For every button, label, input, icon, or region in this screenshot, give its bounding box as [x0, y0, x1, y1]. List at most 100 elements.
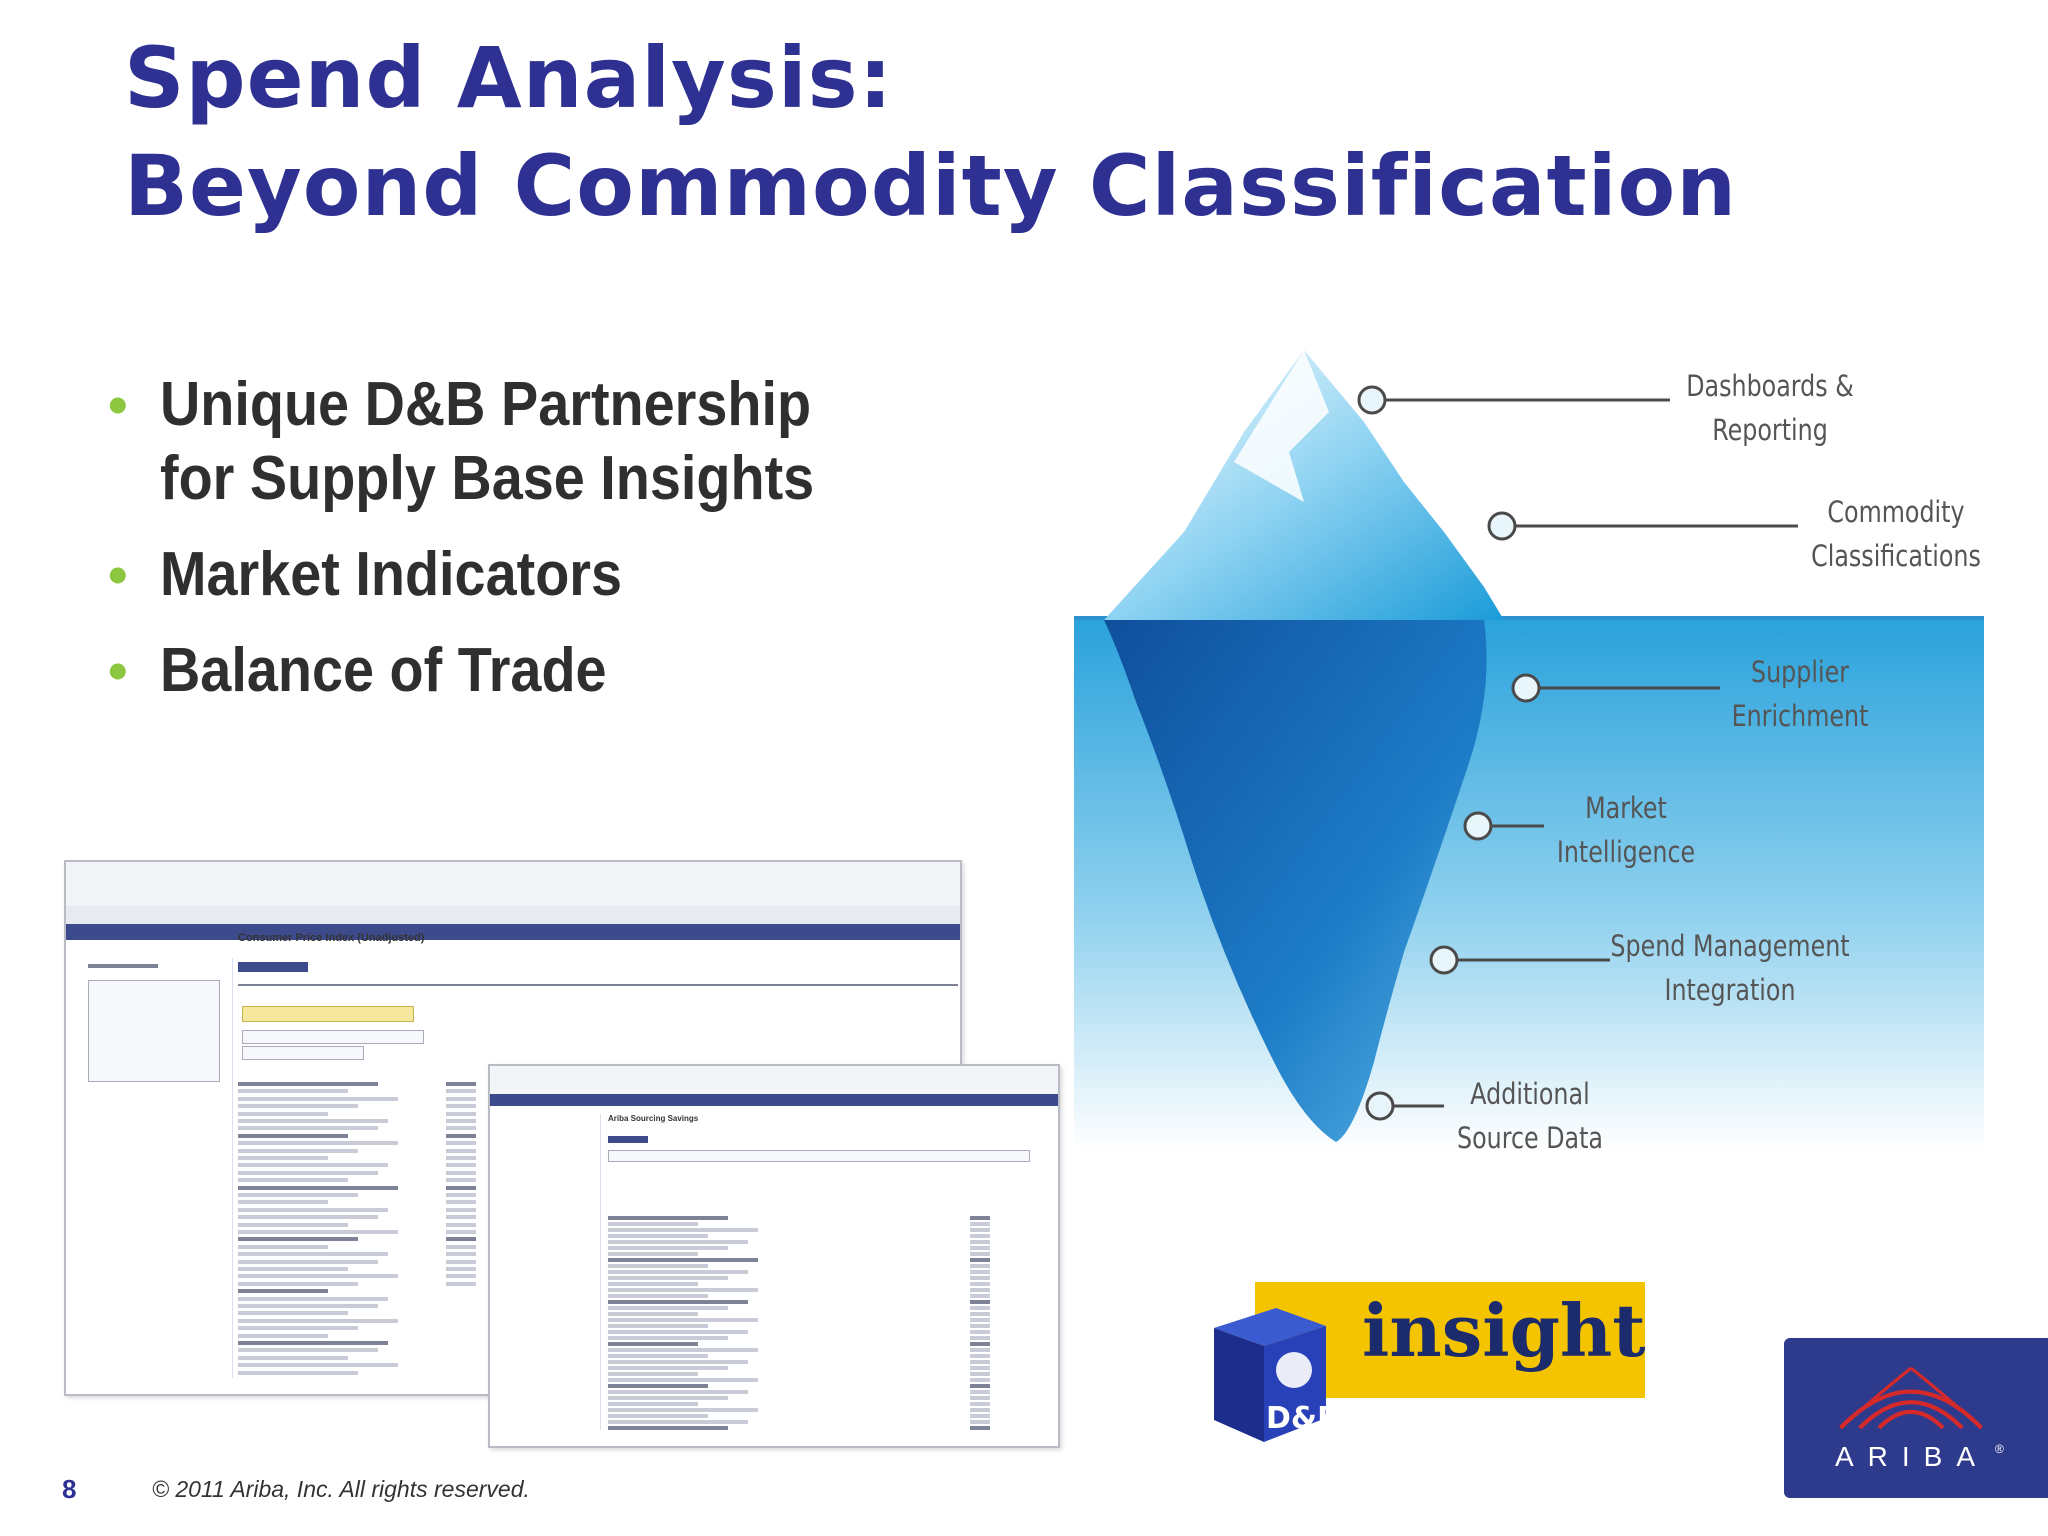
- table-row: [238, 1326, 358, 1331]
- table-row: [608, 1234, 708, 1238]
- bullet-text: for Supply Base Insights: [160, 444, 815, 513]
- table-row: [446, 1274, 476, 1279]
- table-row: [446, 1185, 476, 1190]
- table-row: [970, 1300, 990, 1304]
- callout-marker: [1365, 1091, 1395, 1121]
- table-row: [238, 1141, 398, 1146]
- table-row: [970, 1408, 990, 1412]
- callout-marker: [1429, 945, 1459, 975]
- table-row: [446, 1207, 476, 1212]
- table-row: [970, 1354, 990, 1358]
- table-row: [608, 1426, 728, 1430]
- table-row: [608, 1330, 748, 1334]
- title-line-1: Spend Analysis:: [124, 29, 894, 127]
- table-row: [608, 1414, 708, 1418]
- table-row: [608, 1360, 748, 1364]
- app-nav-bar: [66, 924, 960, 940]
- table-row: [446, 1096, 476, 1101]
- ariba-word: ARIBA: [1834, 1441, 1990, 1472]
- table-row: [970, 1228, 990, 1232]
- table-row: [970, 1396, 990, 1400]
- iceberg-underwater: [1104, 620, 1487, 1142]
- table-row: [446, 1126, 476, 1131]
- bullet-item: • Balance of Trade: [108, 634, 868, 708]
- table-row: [608, 1348, 758, 1352]
- table-row: [970, 1330, 990, 1334]
- table-row: [446, 1215, 476, 1220]
- table-row: [608, 1288, 758, 1292]
- table-row: [608, 1258, 758, 1262]
- table-row: [238, 1237, 358, 1242]
- table-row: [608, 1276, 728, 1280]
- table-row: [970, 1276, 990, 1280]
- ariba-logo: [1784, 1338, 2048, 1498]
- table-row: [970, 1348, 990, 1352]
- table-row: [970, 1306, 990, 1310]
- reporting-sidebar: [506, 1114, 601, 1430]
- table-row: [446, 1230, 476, 1234]
- table-row: [446, 1104, 476, 1109]
- table-row: [970, 1240, 990, 1244]
- table-row: [238, 1222, 348, 1227]
- table-row: [238, 1215, 378, 1220]
- table-row: [970, 1318, 990, 1322]
- table-row: [446, 1237, 476, 1242]
- table-row: [608, 1324, 708, 1328]
- table-row: [608, 1216, 728, 1220]
- table-row: [970, 1336, 990, 1340]
- table-row: [238, 1281, 358, 1286]
- bullet-item: • Market Indicators: [108, 538, 868, 612]
- table-row: [608, 1378, 758, 1382]
- table-row: [238, 1082, 378, 1086]
- app-topbar: [490, 1066, 1058, 1095]
- table-row: [608, 1396, 728, 1400]
- waterline: [1074, 616, 1984, 620]
- table-row: [608, 1228, 758, 1232]
- table-row: [446, 1267, 476, 1271]
- table-row: [608, 1294, 708, 1298]
- table-row: [238, 1133, 348, 1138]
- table-row: [446, 1200, 476, 1205]
- table-row: [608, 1264, 708, 1268]
- table-row: [608, 1300, 748, 1304]
- table-row: [238, 1333, 328, 1338]
- insight-word: insight: [1362, 1288, 1646, 1373]
- table-row: [446, 1133, 476, 1138]
- table-row: [446, 1252, 476, 1257]
- table-row: [446, 1170, 476, 1175]
- label-dashboards-reporting: Dashboards &Reporting: [1686, 369, 1854, 447]
- table-row: [446, 1178, 476, 1183]
- callout-marker: [1487, 511, 1517, 541]
- table-row: [608, 1384, 708, 1388]
- table-row: [238, 1200, 328, 1205]
- table-row: [238, 1289, 328, 1294]
- copyright-notice: © 2011 Ariba, Inc. All rights reserved.: [152, 1476, 530, 1502]
- table-row: [608, 1402, 698, 1406]
- table-row: [238, 1355, 348, 1360]
- table-row: [446, 1148, 476, 1153]
- app-nav: [66, 906, 960, 924]
- callout-marker: [1511, 673, 1541, 703]
- table-row: [238, 1311, 348, 1316]
- table-row: [970, 1258, 990, 1262]
- table-row: [238, 1296, 388, 1301]
- table-row: [608, 1354, 708, 1358]
- table-row: [238, 1193, 358, 1197]
- iceberg-diagram: [1074, 350, 1984, 1150]
- table-row: [608, 1408, 758, 1412]
- table-row: [446, 1111, 476, 1116]
- table-row: [970, 1282, 990, 1286]
- table-row: [608, 1282, 698, 1286]
- table-row: [608, 1246, 728, 1250]
- table-row: [238, 1170, 378, 1175]
- ariba-registered-mark: ®: [1995, 1442, 2004, 1456]
- table-row: [608, 1390, 748, 1394]
- app-nav-bar: [490, 1094, 1058, 1106]
- table-row: [446, 1141, 476, 1146]
- table-row: [970, 1246, 990, 1250]
- title-line-2: Beyond Commodity Classification: [124, 137, 1738, 235]
